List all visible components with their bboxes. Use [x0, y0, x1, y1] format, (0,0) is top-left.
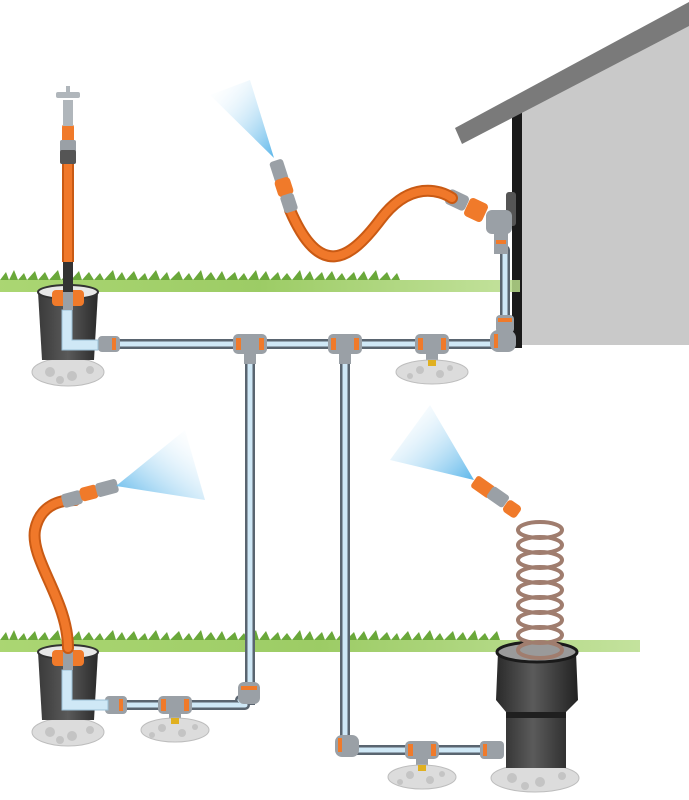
- hose-nozzle-icon: [61, 479, 119, 508]
- spray-nozzle-icon: [210, 80, 274, 158]
- tee-fitting-icon: [233, 334, 267, 364]
- elbow-fitting-icon: [496, 315, 514, 333]
- connector-fitting-icon: [238, 682, 260, 704]
- drain-valve-icon: [387, 764, 457, 790]
- faucet-icon: [56, 86, 80, 292]
- water-connection-box-icon: [31, 644, 109, 747]
- connector-fitting-icon: [105, 696, 127, 714]
- water-connection-box-icon: [31, 284, 105, 387]
- tee-fitting-icon: [415, 334, 449, 362]
- underground-pipe-network: [95, 245, 510, 755]
- spray-nozzle-icon: [116, 430, 205, 500]
- hose-nozzle-icon: [269, 159, 298, 213]
- drain-valve-icon: [140, 717, 210, 743]
- hose-reel-box-icon: [490, 640, 580, 793]
- tee-fitting-icon: [158, 696, 192, 722]
- pipe-fittings: [98, 315, 516, 767]
- house-icon: [455, 2, 689, 348]
- upper-grass-line: [0, 270, 520, 292]
- elbow-fitting-icon: [335, 735, 359, 757]
- lower-grass-line: [0, 630, 640, 652]
- tee-fitting-icon: [328, 334, 362, 364]
- hose-nozzle-icon: [471, 476, 521, 518]
- connector-fitting-icon: [480, 741, 504, 759]
- drain-valve-icon: [395, 359, 469, 385]
- tee-fitting-icon: [405, 741, 439, 767]
- connector-fitting-icon: [98, 336, 120, 352]
- elbow-fitting-icon: [490, 330, 516, 352]
- spray-nozzle-icon: [390, 405, 474, 480]
- coiled-hose-icon: [516, 520, 564, 660]
